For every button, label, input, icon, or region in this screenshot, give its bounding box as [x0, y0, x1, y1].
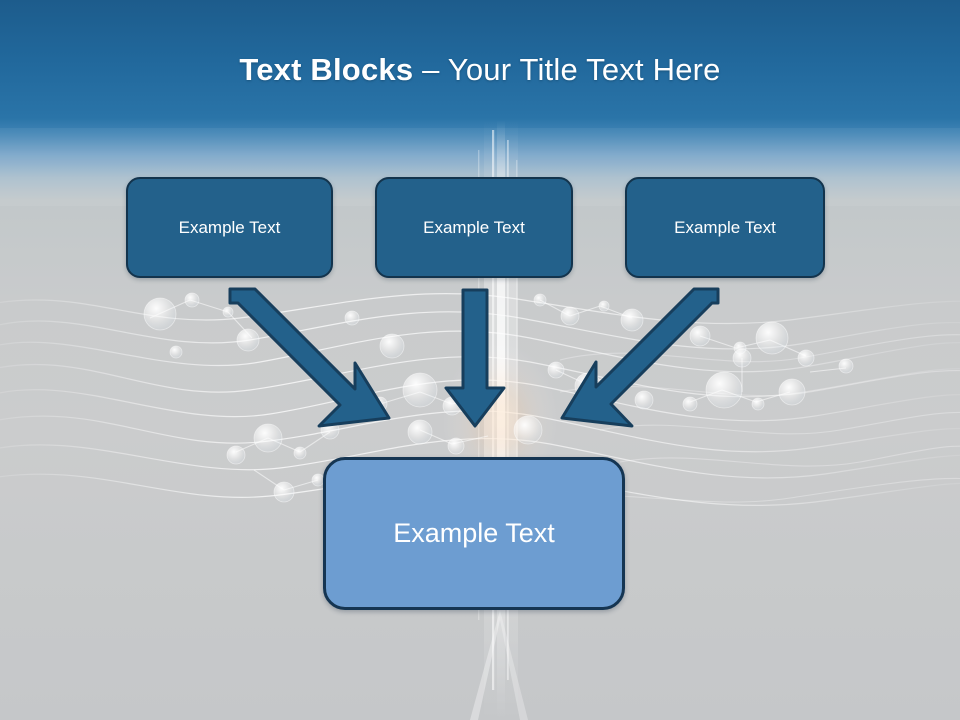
text-block-1-label: Example Text [178, 217, 281, 237]
slide-title-separator: – [413, 52, 448, 87]
slide-title: Text Blocks – Your Title Text Here [0, 50, 960, 90]
slide-title-bold: Text Blocks [239, 52, 414, 87]
arrow-right-diagonal [560, 287, 720, 428]
result-text-block-label: Example Text [393, 518, 555, 548]
result-text-block[interactable]: Example Text [323, 457, 625, 610]
text-block-3[interactable]: Example Text [625, 177, 825, 278]
text-block-2-label: Example Text [423, 217, 525, 237]
text-block-1[interactable]: Example Text [126, 177, 333, 278]
arrow-left-diagonal [228, 287, 391, 428]
arrow-middle-down [444, 288, 506, 428]
text-block-2[interactable]: Example Text [375, 177, 573, 278]
text-block-3-label: Example Text [674, 217, 776, 237]
slide-title-light: Your Title Text Here [447, 52, 721, 87]
